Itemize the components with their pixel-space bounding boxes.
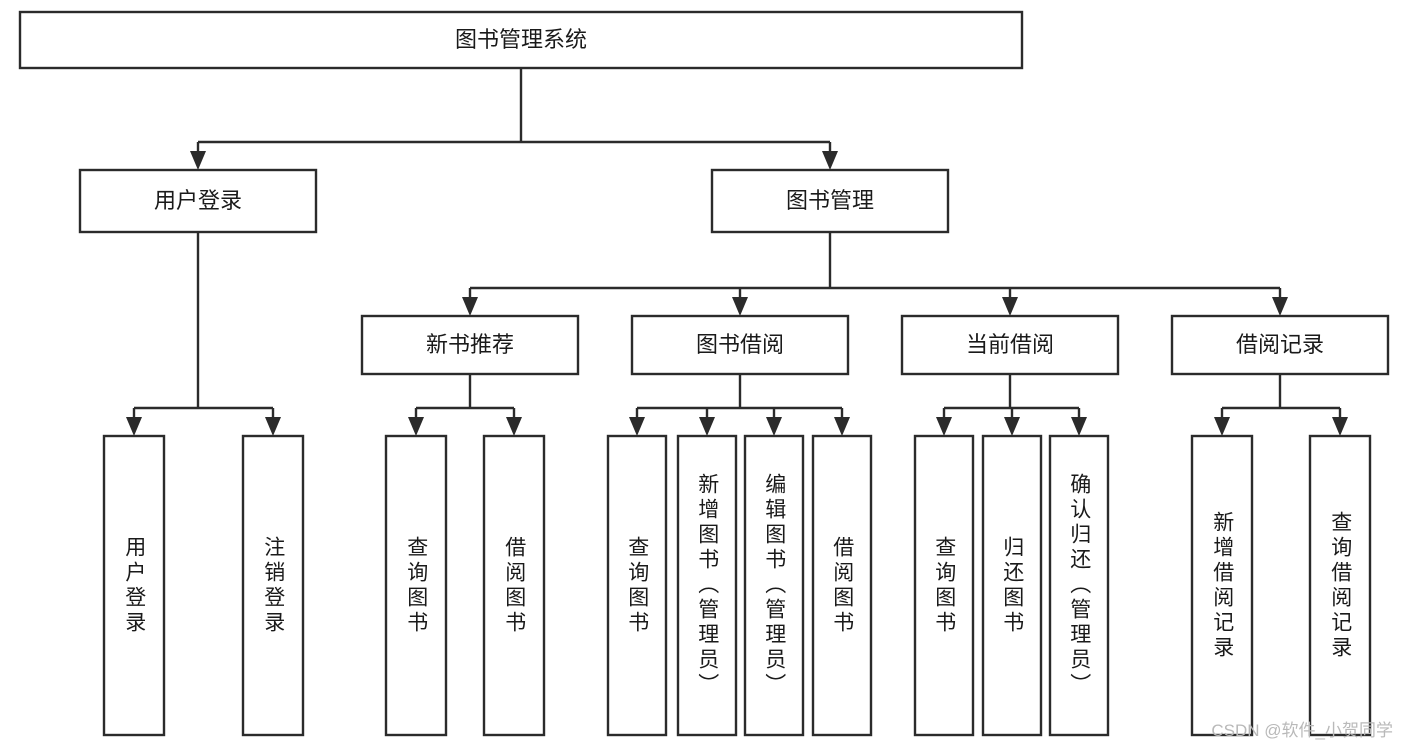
node-box-root[interactable] <box>18 10 1024 70</box>
arrow-head-icon <box>1004 417 1020 436</box>
node-box-borrow-record[interactable] <box>1170 314 1390 376</box>
node-box-leaf-user-login[interactable] <box>102 434 166 737</box>
node-box-leaf-confirm-return[interactable] <box>1048 434 1110 737</box>
node-label-book-manage: 图书管理 <box>786 188 874 213</box>
arrow-head-icon <box>629 417 645 436</box>
csdn-watermark: CSDN @软件_小贺同学 <box>1211 721 1393 740</box>
node-box-leaf-logout[interactable] <box>241 434 305 737</box>
arrow-head-icon <box>766 417 782 436</box>
node-box-leaf-query-book-2[interactable] <box>606 434 668 737</box>
node-box-leaf-borrow-book-2[interactable] <box>811 434 873 737</box>
node-label-current-borrow: 当前借阅 <box>966 332 1054 357</box>
arrow-head-icon <box>190 151 206 170</box>
arrow-head-icon <box>265 417 281 436</box>
arrow-head-icon <box>732 297 748 316</box>
node-box-book-borrow[interactable] <box>630 314 850 376</box>
arrow-head-icon <box>834 417 850 436</box>
arrow-head-icon <box>1214 417 1230 436</box>
node-label-borrow-record: 借阅记录 <box>1236 332 1324 357</box>
arrow-head-icon <box>1332 417 1348 436</box>
arrow-head-icon <box>462 297 478 316</box>
node-box-layer <box>18 10 1390 737</box>
node-box-user-login[interactable] <box>78 168 318 234</box>
arrow-head-icon <box>408 417 424 436</box>
arrow-head-icon <box>126 417 142 436</box>
node-box-leaf-return-book[interactable] <box>981 434 1043 737</box>
arrow-head-icon <box>1071 417 1087 436</box>
node-box-new-book-recommend[interactable] <box>360 314 580 376</box>
node-label-user-login: 用户登录 <box>154 188 242 213</box>
node-box-leaf-borrow-book-1[interactable] <box>482 434 546 737</box>
arrow-head-icon <box>699 417 715 436</box>
arrow-head-icon <box>1002 297 1018 316</box>
node-box-leaf-add-record[interactable] <box>1190 434 1254 737</box>
node-label-book-borrow: 图书借阅 <box>696 332 784 357</box>
arrow-head-icon <box>506 417 522 436</box>
node-box-leaf-query-book-3[interactable] <box>913 434 975 737</box>
node-box-leaf-edit-book[interactable] <box>743 434 805 737</box>
connector-layer <box>126 68 1348 436</box>
node-box-leaf-add-book[interactable] <box>676 434 738 737</box>
arrow-head-icon <box>936 417 952 436</box>
node-box-current-borrow[interactable] <box>900 314 1120 376</box>
node-label-root: 图书管理系统 <box>455 27 587 52</box>
node-box-leaf-query-record[interactable] <box>1308 434 1372 737</box>
arrow-head-icon <box>1272 297 1288 316</box>
arrow-head-icon <box>822 151 838 170</box>
node-box-book-manage[interactable] <box>710 168 950 234</box>
node-box-leaf-query-book-1[interactable] <box>384 434 448 737</box>
node-label-new-book-recommend: 新书推荐 <box>426 332 514 357</box>
